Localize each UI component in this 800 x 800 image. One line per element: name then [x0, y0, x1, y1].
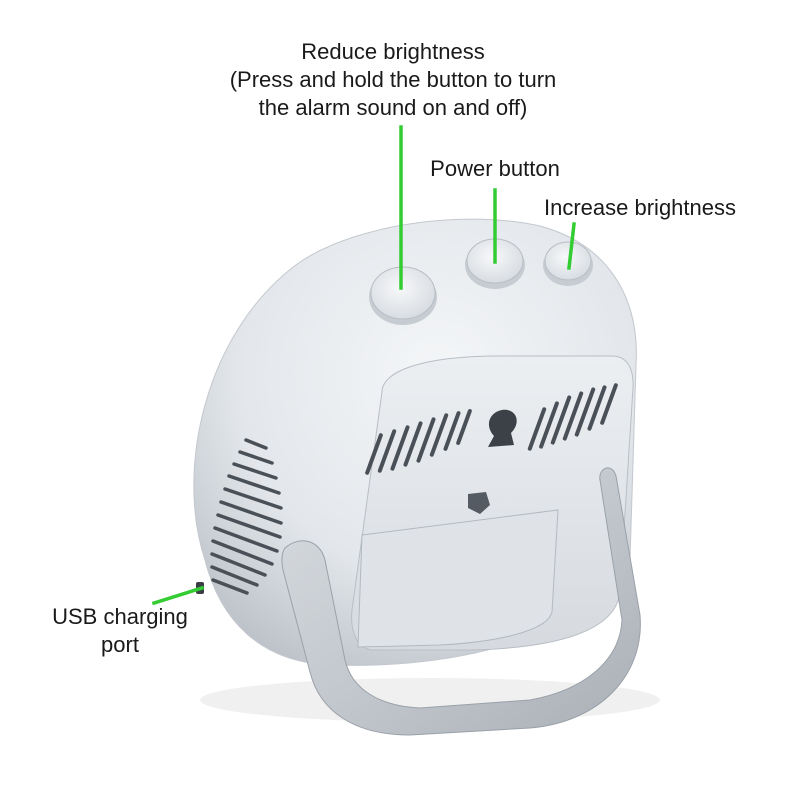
- power-button-label: Power button: [430, 156, 560, 181]
- leader-lines: [151, 125, 576, 606]
- screw-mark: [468, 492, 490, 514]
- reduce-brightness-note-line2: the alarm sound on and off): [258, 95, 528, 120]
- rear-vent-left: [365, 409, 472, 475]
- increase-brightness-label: Increase brightness: [544, 195, 736, 220]
- leader-line-usb: [151, 585, 205, 606]
- reduce-brightness-title: Reduce brightness: [301, 39, 485, 64]
- leader-line-increase: [567, 222, 576, 270]
- reduce-brightness-button: [369, 266, 437, 325]
- battery-compartment: [357, 509, 559, 648]
- keyhole-mount: [488, 409, 517, 447]
- reduce-brightness-note-line1: (Press and hold the button to turn: [229, 67, 557, 92]
- usb-charging-port-label: USB charging port: [30, 603, 210, 659]
- usb-label-line1: USB charging: [52, 604, 188, 629]
- side-speaker-grille: [210, 438, 283, 595]
- folding-stand: [281, 467, 641, 736]
- reduce-brightness-label: Reduce brightness (Press and hold the bu…: [200, 38, 586, 122]
- rear-vent-right: [527, 383, 618, 451]
- usb-label-line2: port: [101, 632, 139, 657]
